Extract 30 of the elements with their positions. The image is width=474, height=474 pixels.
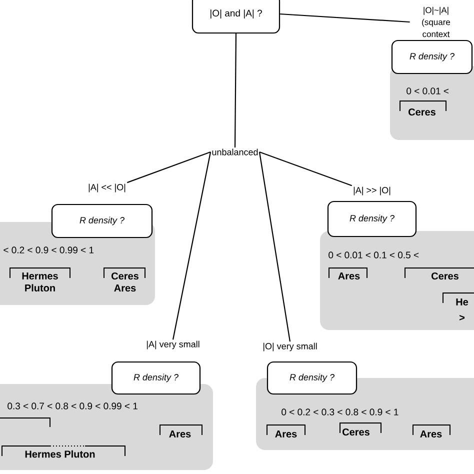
branch-label: |A| << |O| (88, 184, 126, 192)
branch-label: |A| >> |O| (354, 186, 390, 196)
decision-box: R density ? (327, 200, 417, 238)
algorithm-name: Hermes Pluton (22, 272, 58, 292)
connector-line (126, 151, 211, 184)
branch-label: |A| very small (146, 340, 200, 350)
algorithm-name: Ceres Ares (112, 272, 138, 292)
algorithm-name: Ceres (432, 272, 458, 280)
algorithm-name: Ares (338, 272, 360, 280)
connector-line (172, 152, 212, 340)
connector-line (280, 13, 410, 23)
branch-label: |O| very small (263, 342, 317, 352)
algorithm-name: He (456, 298, 468, 306)
algorithm-name: > (460, 315, 465, 320)
decision-box: R density ? (111, 361, 201, 395)
connector-line (259, 151, 352, 186)
branch-label: unbalanced (212, 148, 258, 156)
algorithm-name: Ceres (408, 108, 436, 116)
connector-line (234, 34, 237, 148)
connector-line (258, 152, 291, 342)
algorithm-name: Ares (275, 430, 297, 438)
algorithm-name: Ares (420, 430, 442, 438)
algorithm-name: Hermes Pluton (25, 450, 95, 458)
branch-label: |O|~|A| (square context (422, 6, 450, 38)
decision-box: R density ? (391, 40, 473, 74)
algorithm-name: Ares (169, 430, 191, 438)
algorithm-name: Ceres (342, 428, 370, 436)
decision-box: R density ? (51, 204, 153, 238)
decision-box: |O| and |A| ? (192, 0, 280, 34)
decision-box: R density ? (266, 361, 358, 395)
